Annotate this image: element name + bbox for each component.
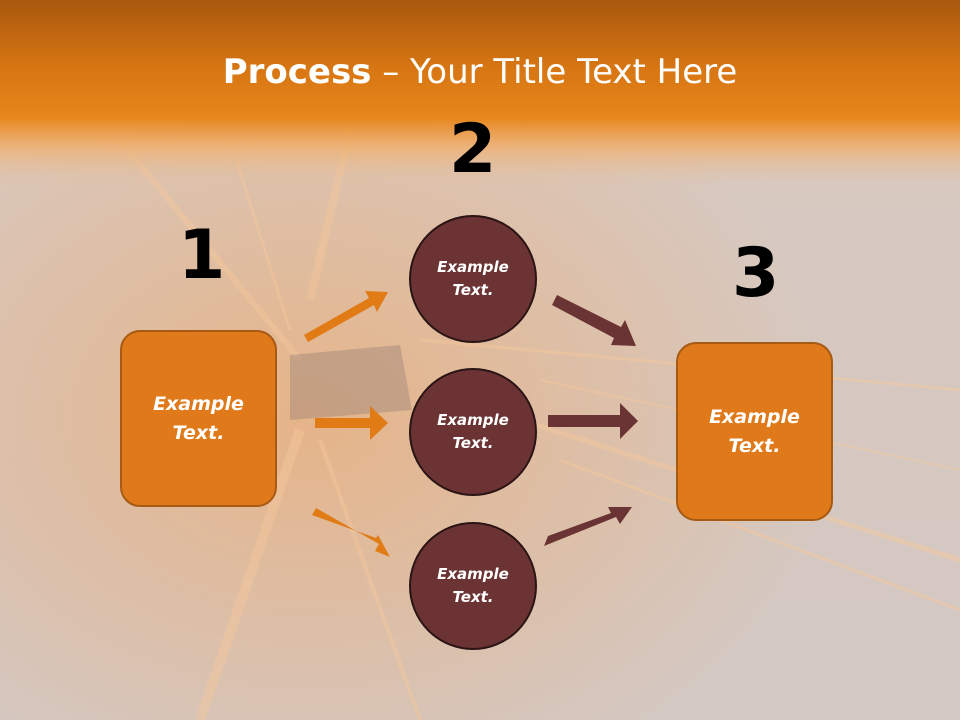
circle-middle-text: Example Text. [437,410,509,452]
left-step-text: Example Text. [153,393,244,444]
title-bold: Process [222,52,372,92]
circle-middle: Example Text. [409,368,537,496]
right-step-box: Example Text. [676,342,833,521]
step-number-3: 3 [732,234,780,313]
left-step-box: Example Text. [120,330,277,507]
arrow-bottom-to-right [544,507,632,546]
circle-top: Example Text. [409,215,537,343]
step-number-1: 1 [178,216,226,295]
arrow-middle-to-right [548,403,638,439]
circle-bottom-text: Example Text. [437,564,509,606]
circle-bottom: Example Text. [409,522,537,650]
right-step-text: Example Text. [709,406,800,457]
circle-top-text: Example Text. [437,257,509,299]
arrow-left-to-middle [315,406,388,440]
arrow-left-to-top [304,291,388,342]
arrow-top-to-right [552,295,636,346]
arrow-left-to-bottom [312,508,390,557]
step-number-2: 2 [449,110,497,189]
title-rest: – Your Title Text Here [371,52,738,92]
slide-title: Process – Your Title Text Here [0,52,960,92]
